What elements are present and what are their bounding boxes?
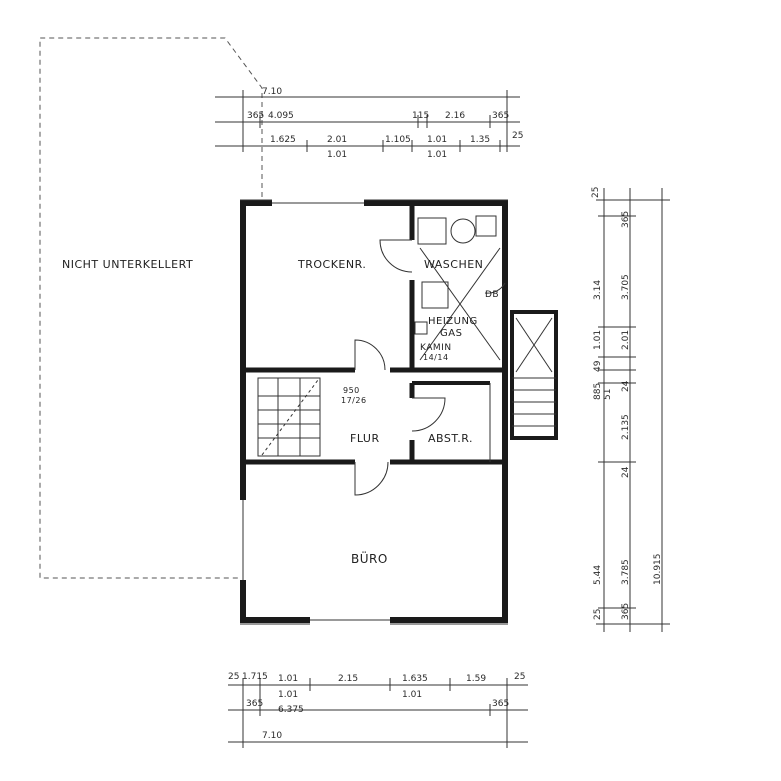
- interior-walls: [243, 203, 505, 465]
- label-flur: FLUR: [350, 432, 380, 445]
- dim-top-row2-b: 4.095: [268, 111, 294, 121]
- dim-top-row3-b-sub: 1.01: [327, 150, 347, 160]
- dim-right-f: 885: [593, 383, 603, 400]
- dim-bottom-d: 2.15: [338, 674, 358, 684]
- label-vent: DB: [485, 290, 499, 300]
- dim-right-d: 1.01: [593, 330, 603, 350]
- label-abstr: ABST.R.: [428, 432, 473, 445]
- dim-right-j: 24: [621, 466, 631, 478]
- dim-right-a: 25: [591, 187, 601, 198]
- dim-right: [596, 188, 670, 632]
- label-kamin-size: 14/14: [423, 353, 449, 362]
- dim-right-k: 5.44: [593, 565, 603, 585]
- dim-right-d2: 2.01: [621, 330, 631, 350]
- doors: [354, 239, 506, 496]
- dim-top-row3-c: 1.105: [385, 135, 411, 145]
- dim-bottom-row2-b: 6.375: [278, 705, 304, 715]
- label-nicht-unterkellert: NICHT UNTERKELLERT: [62, 258, 193, 271]
- dim-right-k2: 3.785: [621, 559, 631, 585]
- stair-interior: [257, 377, 321, 457]
- label-trockenr: TROCKENR.: [297, 258, 366, 271]
- dim-top-row2-d: 2.16: [445, 111, 465, 121]
- label-stair-note-1: 950: [343, 386, 360, 395]
- dim-top-row2-a: 365: [247, 111, 264, 121]
- dim-bottom-e: 1.635: [402, 674, 428, 684]
- dim-bottom: [228, 678, 528, 748]
- label-stair-note-2: 17/26: [341, 396, 367, 405]
- laundry-fixtures: [414, 215, 501, 361]
- dim-right-e: 49: [593, 360, 603, 372]
- dim-right-n: 365: [621, 603, 631, 620]
- dim-right-g: 51: [603, 389, 613, 400]
- dim-right-h: 24: [621, 380, 631, 392]
- dim-top-row2-e: 365: [492, 111, 509, 121]
- dim-top-row3-d-sub: 1.01: [427, 150, 447, 160]
- dim-bottom-c: 1.01: [278, 674, 298, 684]
- label-kamin: KAMIN: [420, 343, 452, 353]
- dim-bottom-g: 25: [514, 672, 525, 682]
- dim-top-row3-b: 2.01: [327, 135, 347, 145]
- dim-bottom-row2-c: 365: [492, 699, 509, 709]
- dim-right-c2: 3.705: [621, 274, 631, 300]
- dim-right-i: 2.135: [621, 414, 631, 440]
- dim-right-l: 10.915: [653, 554, 663, 586]
- dim-bottom-row2-a: 365: [246, 699, 263, 709]
- dim-top-row3-f: 25: [512, 131, 523, 141]
- dim-bottom-f: 1.59: [466, 674, 486, 684]
- label-gas: GAS: [440, 328, 462, 339]
- label-heizung: HEIZUNG: [428, 316, 478, 327]
- unbasement-outline: [39, 37, 263, 579]
- dim-top-row3-e: 1.35: [470, 135, 490, 145]
- dim-right-m: 25: [593, 609, 603, 620]
- dim-bottom-a: 25: [228, 672, 239, 682]
- dim-top-row3-d: 1.01: [427, 135, 447, 145]
- dim-top-row2-c: 115: [412, 111, 429, 121]
- dim-top: [215, 90, 520, 152]
- label-buero: BÜRO: [351, 550, 388, 566]
- dim-bottom-b: 1.715: [242, 672, 268, 682]
- dim-bottom-e-sub: 1.01: [402, 690, 422, 700]
- dim-right-b: 365: [621, 211, 631, 228]
- dim-top-total: 7.10: [262, 87, 282, 97]
- dim-top-row3-a: 1.625: [270, 135, 296, 145]
- dim-bottom-c-sub: 1.01: [278, 690, 298, 700]
- dim-bottom-total: 7.10: [262, 731, 282, 741]
- stair-exterior: [510, 310, 558, 440]
- windows: [238, 198, 390, 625]
- label-waschen: WASCHEN: [424, 258, 483, 271]
- dim-right-c: 3.14: [593, 280, 603, 300]
